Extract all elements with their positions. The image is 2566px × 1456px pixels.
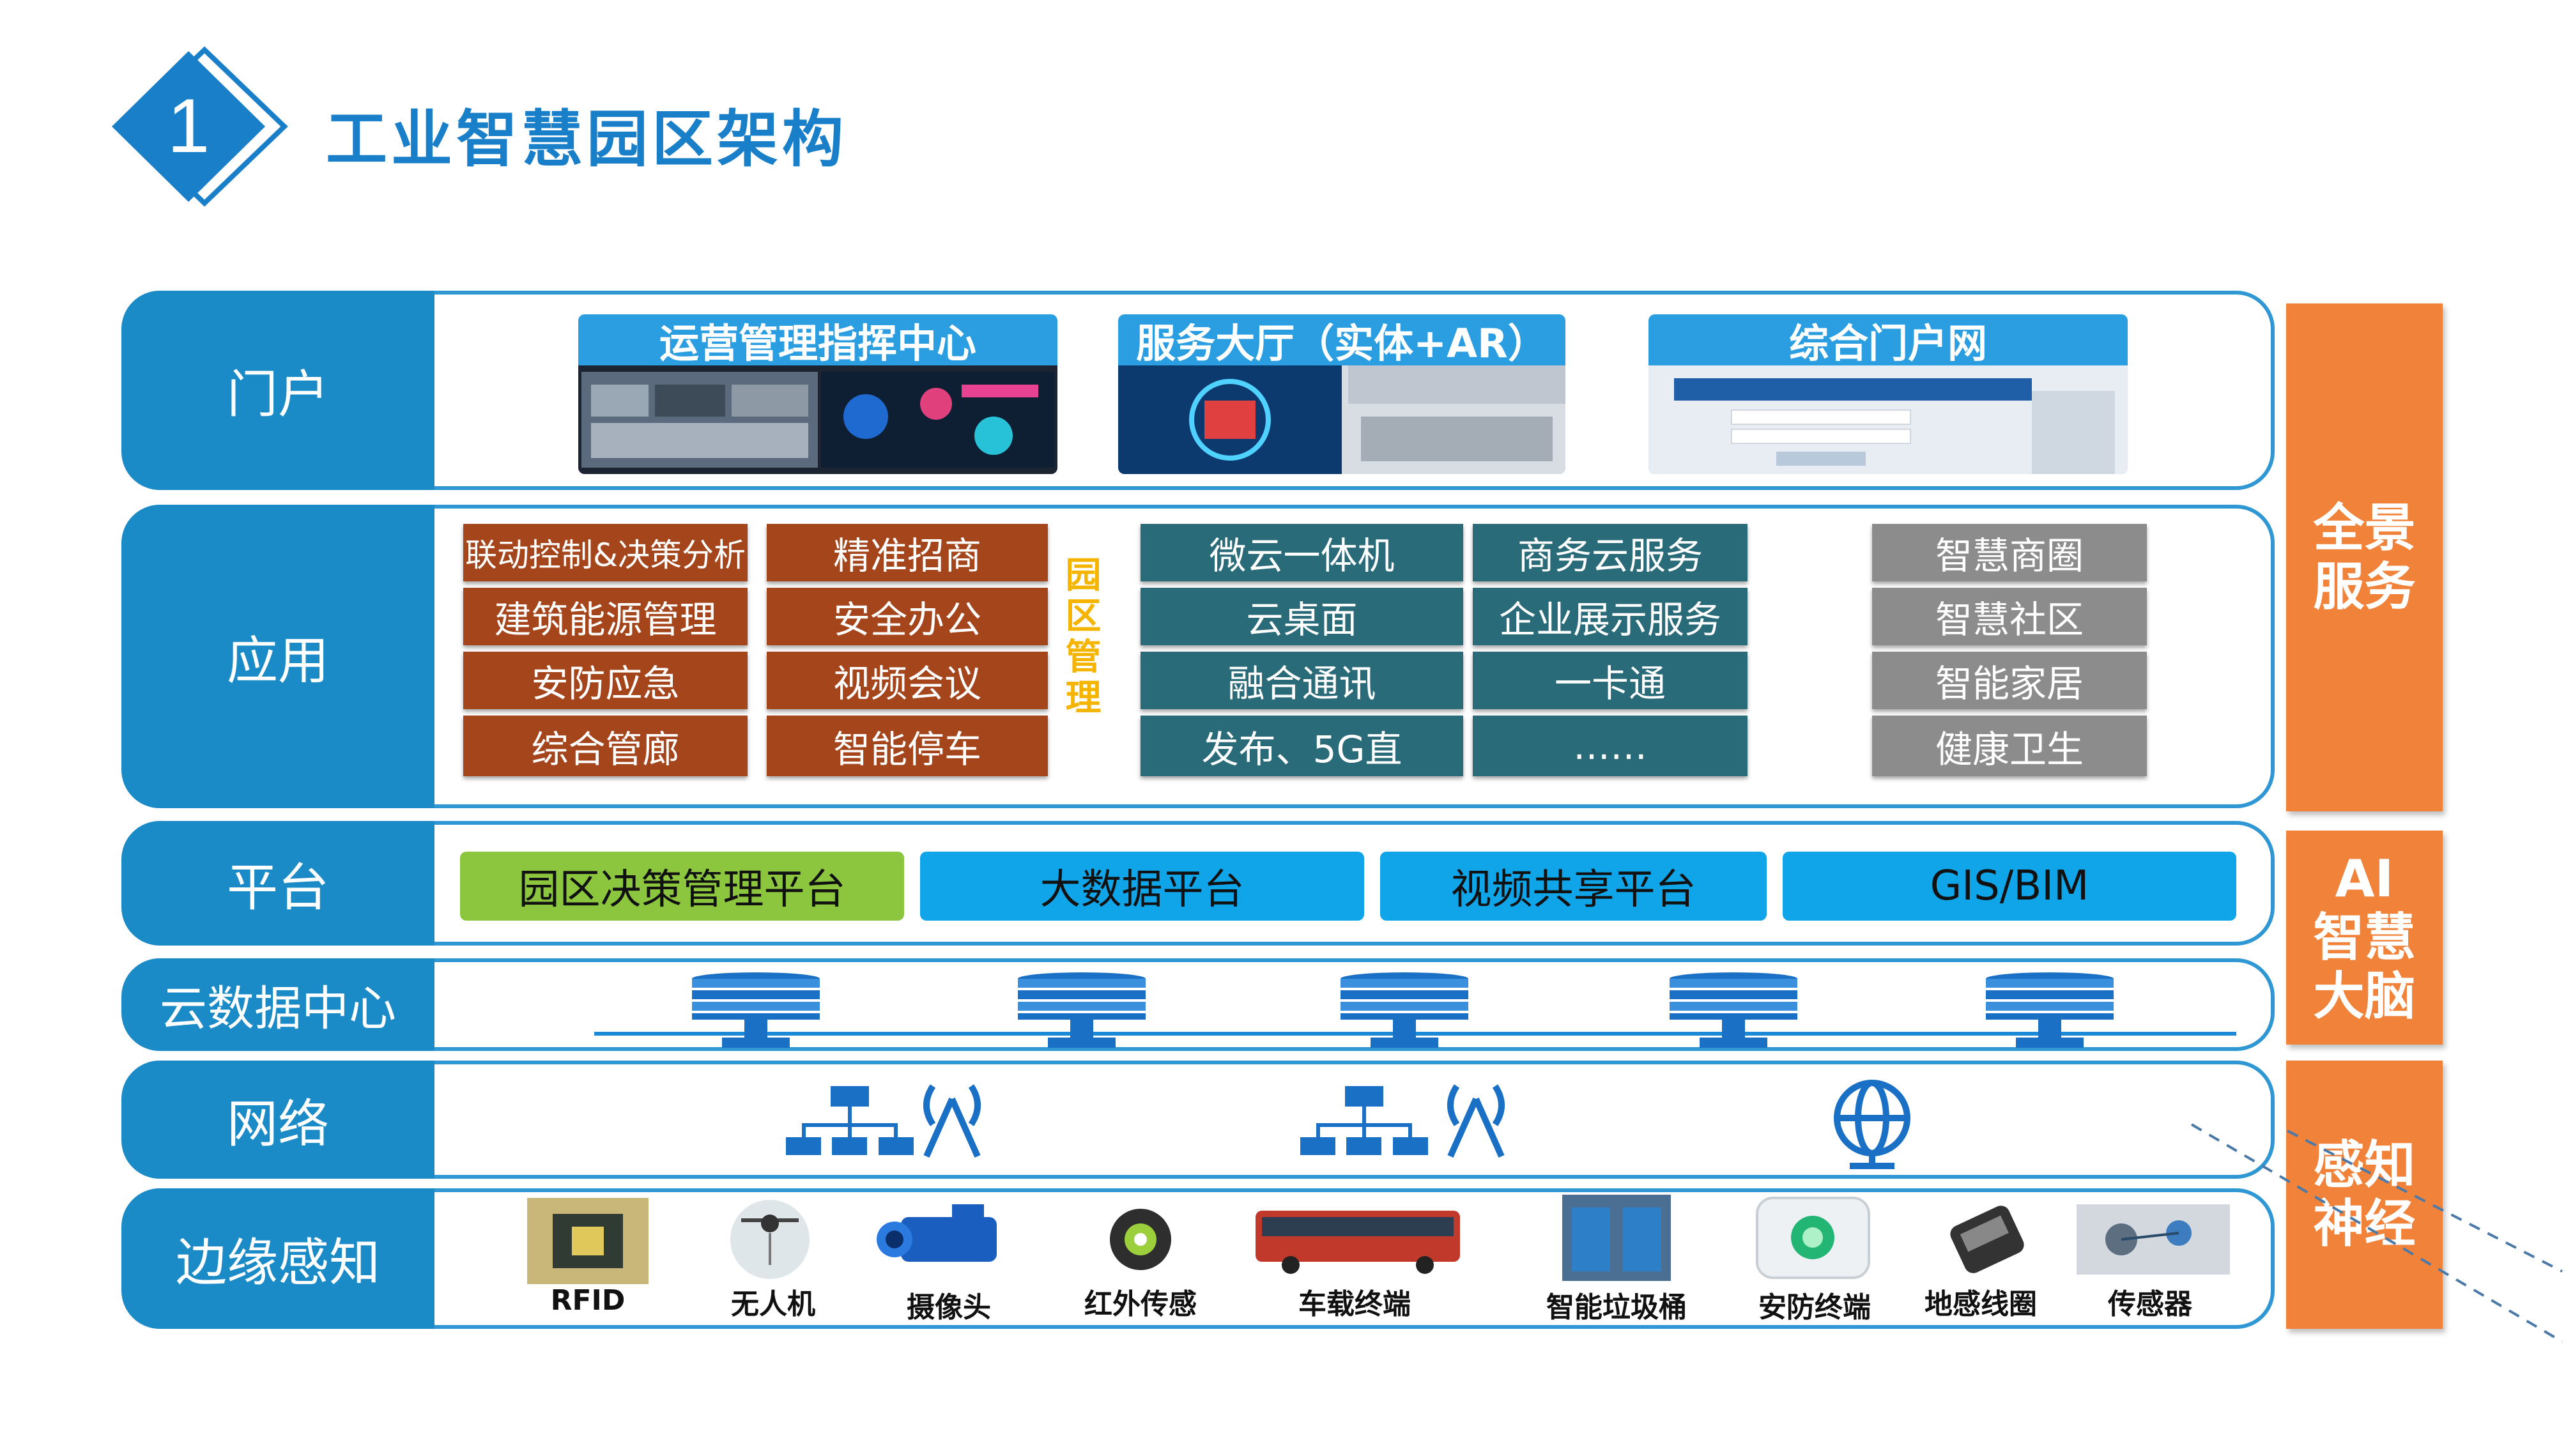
app-gray-4[interactable]: 健康卫生 [1872, 716, 2147, 776]
device-label-ground-loop: 地感线圈 [1924, 1288, 2037, 1321]
side-label-perception: 感知神经 [2286, 1061, 2443, 1329]
signal-tower-icon [1447, 1084, 1505, 1158]
row-label-portal: 门户 [121, 291, 434, 490]
app-gray-1[interactable]: 智慧商圈 [1872, 524, 2147, 581]
bus-icon [1256, 1211, 1460, 1274]
infrared-sensor-icon [1110, 1209, 1171, 1270]
device-label-rfid: RFID [550, 1284, 626, 1317]
app-teal-2-1[interactable]: 商务云服务 [1473, 524, 1748, 581]
row-label-platform: 平台 [121, 821, 434, 946]
app-brown-2-2[interactable]: 安全办公 [767, 588, 1048, 645]
row-label-cloud: 云数据中心 [121, 958, 434, 1051]
device-label-security: 安防终端 [1758, 1291, 1871, 1324]
row-label-apps: 应用 [121, 505, 434, 808]
app-brown-1-4[interactable]: 综合管廊 [463, 716, 748, 776]
portal-card-title: 服务大厅（实体+AR） [1136, 320, 1548, 367]
database-icon [692, 972, 820, 1048]
app-teal-1-4[interactable]: 发布、5G直 [1141, 716, 1463, 776]
app-teal-1-1[interactable]: 微云一体机 [1141, 524, 1463, 581]
globe-icon [1834, 1080, 1910, 1169]
platform-decision[interactable]: 园区决策管理平台 [460, 852, 904, 921]
decorative-dashed-lines [2190, 1123, 2563, 1343]
network-topology-icon [1300, 1086, 1428, 1155]
section-number: 1 [167, 83, 210, 169]
network-topology-icon [786, 1086, 914, 1155]
row-body-network [434, 1061, 2275, 1179]
device-label-sensor: 传感器 [2108, 1288, 2192, 1321]
device-label-bus: 车载终端 [1298, 1288, 1411, 1321]
platform-gis-bim[interactable]: GIS/BIM [1783, 852, 2236, 921]
portal-card-portal-site[interactable]: 综合门户网 [1648, 314, 2128, 474]
row-label-network: 网络 [121, 1061, 434, 1179]
ground-loop-icon [1950, 1206, 2024, 1273]
ops-center-screens-image [578, 365, 1057, 474]
side-label-panorama: 全景服务 [2286, 303, 2443, 811]
app-brown-2-3[interactable]: 视频会议 [767, 652, 1048, 709]
portal-site-image [1648, 365, 2128, 474]
app-teal-2-2[interactable]: 企业展示服务 [1473, 588, 1748, 645]
drone-icon [730, 1200, 810, 1279]
app-teal-2-3[interactable]: 一卡通 [1473, 652, 1748, 709]
service-hall-image [1118, 365, 1565, 474]
smart-bin-icon [1562, 1195, 1671, 1281]
app-brown-2-4[interactable]: 智能停车 [767, 716, 1048, 776]
database-icon [1018, 972, 1146, 1048]
sensor-icon [2077, 1204, 2230, 1275]
database-icon [1986, 972, 2114, 1048]
app-teal-2-4[interactable]: …… [1473, 716, 1748, 776]
app-gray-3[interactable]: 智能家居 [1872, 652, 2147, 709]
cloud-datacenter-diagram [594, 972, 2236, 1048]
device-label-bin: 智能垃圾桶 [1546, 1291, 1687, 1324]
device-label-camera: 摄像头 [907, 1291, 991, 1324]
portal-card-title: 运营管理指挥中心 [659, 320, 976, 367]
camera-icon [877, 1204, 997, 1262]
app-brown-1-3[interactable]: 安防应急 [463, 652, 748, 709]
device-label-drone: 无人机 [731, 1288, 815, 1321]
portal-card-title: 综合门户网 [1788, 320, 1987, 367]
portal-card-service-hall[interactable]: 服务大厅（实体+AR） [1118, 314, 1565, 474]
signal-tower-icon [923, 1084, 981, 1158]
database-icon [1670, 972, 1797, 1048]
app-teal-1-2[interactable]: 云桌面 [1141, 588, 1463, 645]
app-gray-2[interactable]: 智慧社区 [1872, 588, 2147, 645]
device-label-infrared: 红外传感 [1084, 1288, 1197, 1321]
page-title: 工业智慧园区架构 [326, 103, 847, 175]
security-terminal-icon [1756, 1197, 1870, 1279]
portal-card-ops-center[interactable]: 运营管理指挥中心 [578, 314, 1057, 474]
park-management-label: 园区管理 [1059, 556, 1101, 719]
platform-video[interactable]: 视频共享平台 [1380, 852, 1767, 921]
app-brown-1-1[interactable]: 联动控制&决策分析 [463, 524, 748, 581]
app-brown-2-1[interactable]: 精准招商 [767, 524, 1048, 581]
section-number-badge: 1 [112, 46, 288, 207]
database-icon [1341, 972, 1468, 1048]
row-label-edge: 边缘感知 [121, 1188, 434, 1329]
app-teal-1-3[interactable]: 融合通讯 [1141, 652, 1463, 709]
rfid-icon [527, 1198, 649, 1284]
app-brown-1-2[interactable]: 建筑能源管理 [463, 588, 748, 645]
platform-bigdata[interactable]: 大数据平台 [920, 852, 1364, 921]
network-diagram [786, 1080, 1910, 1169]
